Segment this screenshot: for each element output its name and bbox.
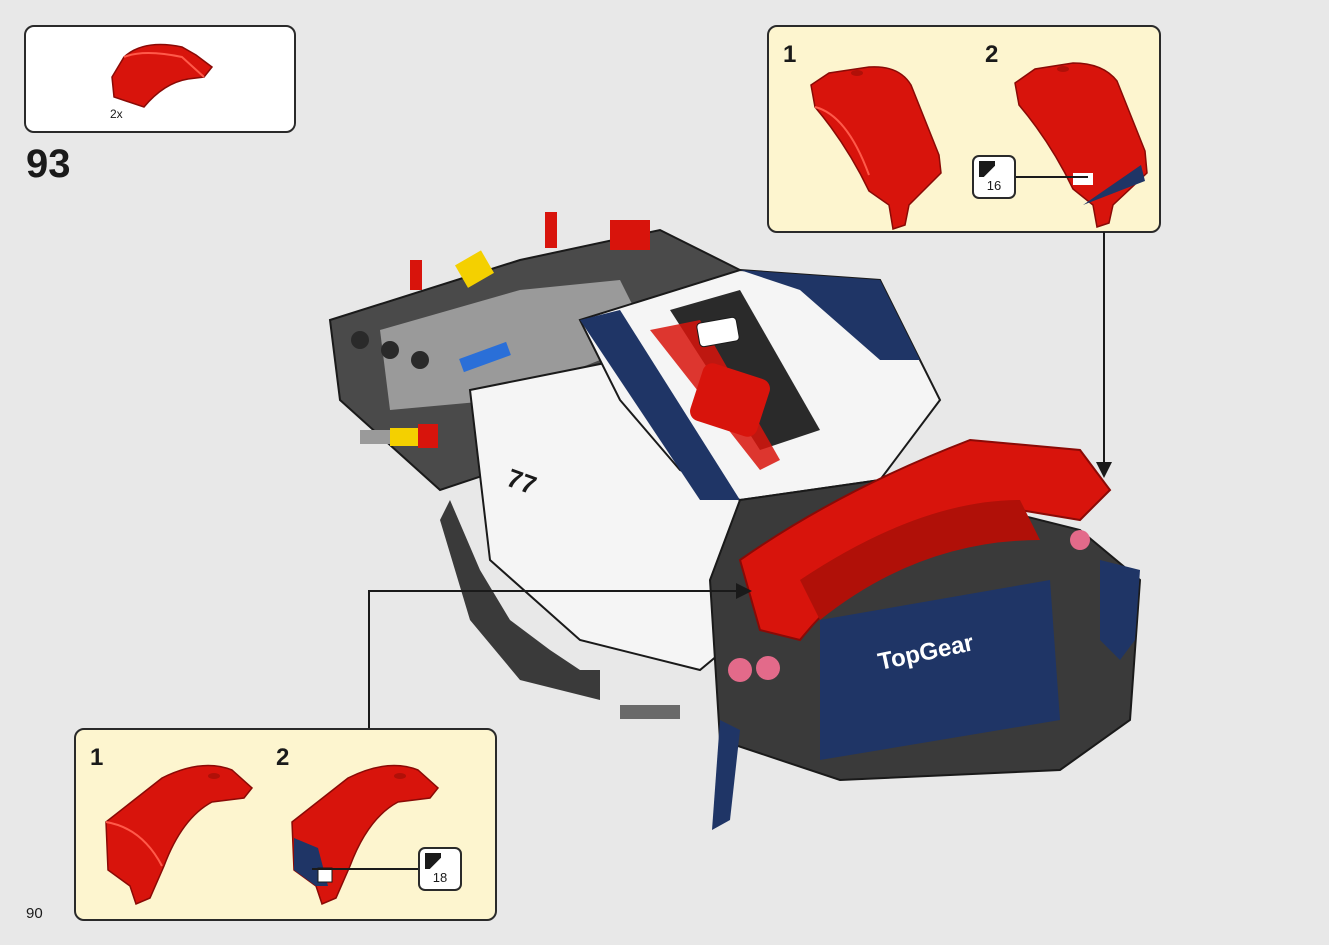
parts-list-box: 2x xyxy=(24,25,296,133)
sticker-sheet-icon xyxy=(979,161,995,177)
sticker-sheet-icon xyxy=(425,853,441,869)
sticker-pointer-line xyxy=(312,868,418,870)
sticker-number: 18 xyxy=(432,870,448,885)
red-panel-piece-icon xyxy=(111,43,214,108)
red-panel-step1-icon xyxy=(105,764,254,906)
callout-bottom: 1 2 18 xyxy=(74,728,497,921)
sticker-reference-18: 18 xyxy=(418,847,462,891)
sticker-number: 16 xyxy=(986,178,1002,193)
part-quantity: 2x xyxy=(110,107,123,121)
callout-bottom-connector xyxy=(368,583,752,728)
callout-top-arrow xyxy=(1096,232,1112,478)
sub-step-2-label: 2 xyxy=(985,41,999,68)
red-panel-step1-icon xyxy=(810,66,942,230)
step-number: 93 xyxy=(26,142,71,186)
sub-step-1-label: 1 xyxy=(783,41,797,68)
sticker-pointer-line xyxy=(1016,176,1088,178)
sticker-reference-16: 16 xyxy=(972,155,1016,199)
page-number: 90 xyxy=(26,905,43,922)
race-car-model-illustration: 77 TopGear xyxy=(328,212,1142,830)
callout-top: 1 2 16 xyxy=(767,25,1161,233)
sub-step-1-label: 1 xyxy=(90,744,104,771)
sub-step-2-label: 2 xyxy=(276,744,290,771)
